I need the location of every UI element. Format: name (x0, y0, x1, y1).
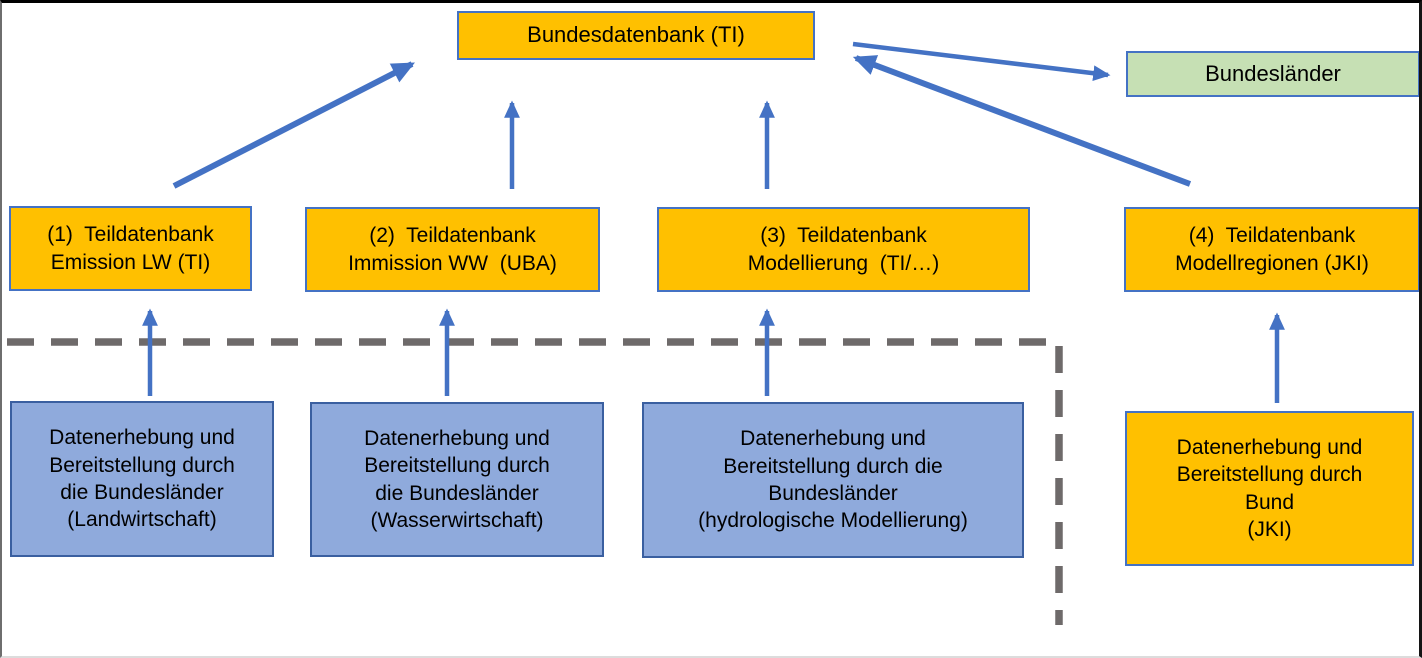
node-bundesdatenbank: Bundesdatenbank (TI) (457, 11, 815, 60)
node-teildatenbank-1-emission-lw: (1) Teildatenbank Emission LW (TI) (9, 206, 252, 291)
arrow-tdb1-to-bundesdatenbank (172, 61, 415, 189)
node-teildatenbank-3-modellierung: (3) Teildatenbank Modellierung (TI/…) (657, 207, 1030, 292)
node-source-wasserwirtschaft: Datenerhebung und Bereitstellung durch d… (310, 402, 604, 557)
node-source-hydrologische-modellierung: Datenerhebung und Bereitstellung durch d… (642, 402, 1024, 558)
node-bundeslaender: Bundesländer (1126, 51, 1419, 97)
node-source-bund-jki: Datenerhebung und Bereitstellung durch B… (1125, 411, 1414, 566)
node-teildatenbank-4-modellregionen: (4) Teildatenbank Modellregionen (JKI) (1124, 207, 1419, 292)
node-teildatenbank-2-immission-ww: (2) Teildatenbank Immission WW (UBA) (305, 207, 600, 292)
node-source-landwirtschaft: Datenerhebung und Bereitstellung durch d… (10, 401, 274, 557)
arrow-bundesdatenbank-to-bundeslaender (852, 41, 1111, 82)
